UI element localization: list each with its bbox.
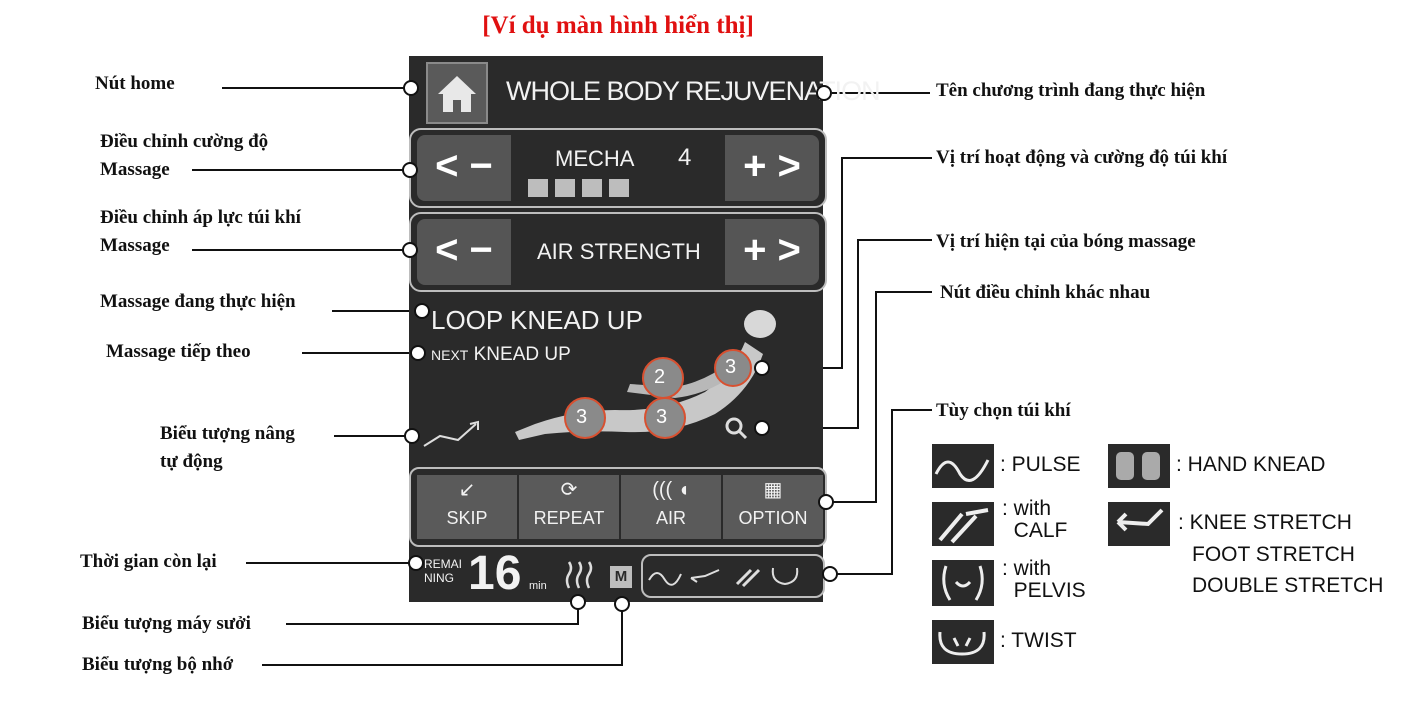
grid-icon: ▦ — [763, 479, 783, 501]
option-button[interactable]: ▦ OPTION — [723, 475, 823, 539]
mecha-decrease-button[interactable]: < − — [417, 135, 511, 201]
airbag-level-seat: 3 — [656, 406, 668, 428]
legend-pelvis-name: PELVIS — [1013, 579, 1086, 602]
airbag-level-arm: 2 — [654, 366, 666, 388]
calf-icon — [932, 502, 994, 546]
level-bar — [609, 179, 629, 197]
mecha-increase-button[interactable]: + > — [725, 135, 819, 201]
repeat-icon: ⟳ — [560, 479, 578, 501]
legend-calf: : with CALF — [1002, 497, 1068, 542]
label-home: Nút home — [95, 73, 175, 94]
skip-button[interactable]: ↙ SKIP — [417, 475, 517, 539]
callout-dot — [403, 80, 419, 96]
callout-dot — [614, 596, 630, 612]
callout-dot — [822, 566, 838, 582]
label-air-pressure-2: Massage — [100, 235, 170, 256]
next-massage-line: NEXT KNEAD UP — [431, 344, 571, 366]
home-icon — [438, 76, 476, 112]
next-prefix: NEXT — [431, 347, 469, 363]
level-bar — [582, 179, 602, 197]
current-massage: LOOP KNEAD UP — [431, 305, 643, 335]
air-button[interactable]: ((( ◖ AIR — [621, 475, 721, 539]
air-decrease-button[interactable]: < − — [417, 219, 511, 285]
callout-dot — [404, 428, 420, 444]
label-next-massage: Massage tiếp theo — [106, 341, 251, 362]
body-figure-icon — [515, 310, 776, 440]
label-program-name: Tên chương trình đang thực hiện — [936, 80, 1206, 101]
repeat-label: REPEAT — [533, 508, 605, 528]
heater-icon — [565, 561, 593, 589]
label-ball-position: Vị trí hiện tại của bóng massage — [936, 231, 1196, 252]
callout-dot — [818, 494, 834, 510]
pulse-icon — [932, 444, 994, 488]
callout-dot — [754, 420, 770, 436]
air-strength-control: < − + > — [409, 212, 827, 292]
legend-foot-stretch: FOOT STRETCH — [1192, 543, 1355, 566]
label-current-massage: Massage đang thực hiện — [100, 291, 296, 312]
remaining-unit: min — [529, 580, 547, 592]
label-airbag-options: Tùy chọn túi khí — [936, 400, 1071, 421]
air-icon: ((( ◖ — [652, 479, 690, 501]
callout-dot — [410, 345, 426, 361]
level-bar — [528, 179, 548, 197]
legend-knee-stretch: : KNEE STRETCH — [1178, 511, 1352, 534]
label-other-buttons: Nút điều chỉnh khác nhau — [940, 282, 1151, 303]
twist-icon — [932, 620, 994, 664]
stretch-icon — [1108, 502, 1170, 546]
label-auto-lift-2: tự động — [160, 451, 223, 472]
legend-twist: : TWIST — [1000, 629, 1077, 652]
legend-double-stretch: DOUBLE STRETCH — [1192, 574, 1384, 597]
memory-icon: M — [610, 566, 632, 588]
option-label: OPTION — [738, 508, 808, 528]
label-airbag-position: Vị trí hoạt động và cường độ túi khí — [936, 147, 1228, 168]
home-button[interactable] — [426, 62, 488, 124]
remaining-label-2: NING — [424, 571, 454, 585]
airbag-option-indicator — [641, 554, 825, 598]
legend-hand-knead: : HAND KNEAD — [1176, 453, 1326, 476]
repeat-button[interactable]: ⟳ REPEAT — [519, 475, 619, 539]
legend-calf-name: CALF — [1013, 519, 1068, 542]
mecha-label: MECHA — [555, 146, 635, 171]
callout-dot — [816, 85, 832, 101]
airbag-option-icons — [648, 567, 799, 588]
remaining-value: 16 — [468, 547, 522, 600]
legend-pulse: : PULSE — [1000, 453, 1081, 476]
legend-calf-with: with — [1013, 497, 1052, 520]
callout-dot — [402, 162, 418, 178]
label-remaining: Thời gian còn lại — [80, 551, 217, 572]
label-intensity: Điều chỉnh cường độ — [100, 131, 269, 152]
callout-dot — [570, 594, 586, 610]
air-increase-button[interactable]: + > — [725, 219, 819, 285]
mecha-level: 4 — [678, 144, 692, 171]
callout-dot — [408, 555, 424, 571]
callout-dot — [402, 242, 418, 258]
airbag-level-leg: 3 — [576, 406, 588, 428]
legend-pelvis: : with PELVIS — [1002, 557, 1086, 602]
callout-dot — [754, 360, 770, 376]
magnifier-icon — [725, 417, 748, 440]
airbag-level-shoulder: 3 — [725, 356, 737, 378]
next-massage: KNEAD UP — [473, 344, 571, 365]
label-memory: Biểu tượng bộ nhớ — [82, 654, 234, 675]
legend-pelvis-with: with — [1013, 557, 1052, 580]
air-strength-label: AIR STRENGTH — [537, 239, 701, 264]
remaining-label-1: REMAI — [424, 557, 463, 571]
skip-label: SKIP — [446, 508, 488, 528]
air-label: AIR — [655, 508, 686, 528]
auto-lift-icon — [423, 420, 479, 447]
level-bar — [555, 179, 575, 197]
callout-dot — [414, 303, 430, 319]
label-auto-lift: Biểu tượng nâng — [160, 423, 295, 444]
diagram-title: [Ví dụ màn hình hiển thị] — [482, 12, 754, 39]
label-air-pressure: Điều chỉnh áp lực túi khí — [100, 207, 301, 228]
label-intensity-2: Massage — [100, 159, 170, 180]
skip-arrow-icon: ↙ — [458, 479, 476, 501]
hand-knead-icon — [1108, 444, 1170, 488]
pelvis-icon — [932, 560, 994, 606]
label-heater: Biểu tượng máy sưởi — [82, 613, 251, 634]
function-button-bar: ↙ SKIP ⟳ REPEAT ((( ◖ AIR ▦ OPTION — [409, 467, 827, 547]
